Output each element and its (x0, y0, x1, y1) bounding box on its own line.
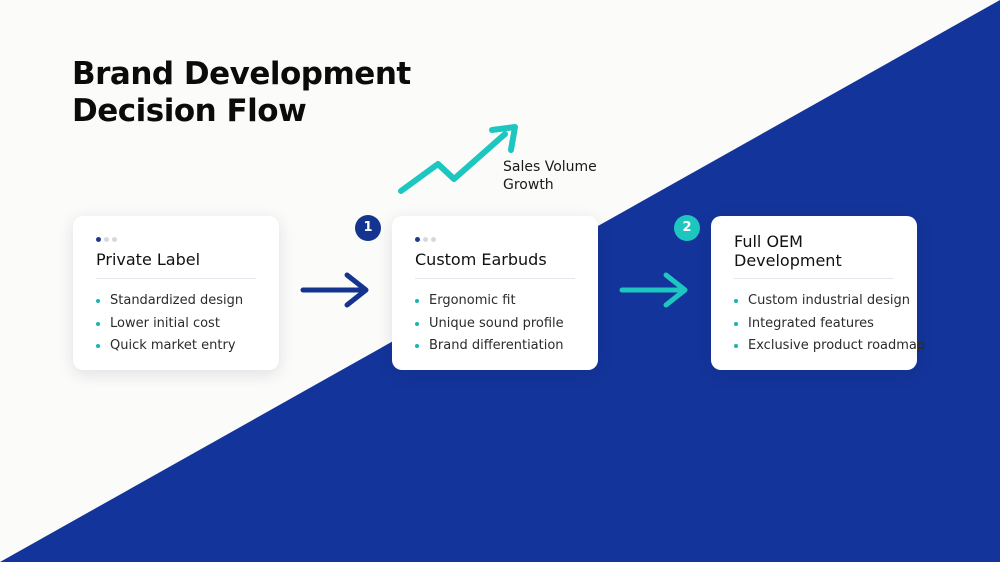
step-card-private-label: Private Label Standardized design Lower … (73, 216, 279, 370)
feature-list: Custom industrial design Integrated feat… (734, 290, 925, 358)
progress-dots (415, 237, 436, 242)
card-divider (734, 278, 894, 279)
feature-item: Lower initial cost (96, 313, 243, 336)
progress-dots (96, 237, 117, 242)
feature-item: Quick market entry (96, 335, 243, 358)
feature-list: Standardized design Lower initial cost Q… (96, 290, 243, 358)
step-title-line: Private Label (96, 250, 201, 269)
feature-list: Ergonomic fit Unique sound profile Brand… (415, 290, 564, 358)
progress-dot (423, 237, 428, 242)
card-divider (415, 278, 575, 279)
feature-item: Brand differentiation (415, 335, 564, 358)
step-title: Full OEM Development (734, 232, 904, 270)
feature-item: Integrated features (734, 313, 925, 336)
page-title-line-2: Decision Flow (72, 93, 307, 129)
step-title-line: Custom Earbuds (415, 250, 547, 269)
growth-label: Sales Volume Growth (503, 158, 597, 194)
card-divider (96, 278, 256, 279)
progress-dot (415, 237, 420, 242)
step-card-full-oem: Full OEM Development Custom industrial d… (711, 216, 925, 370)
page-title-line-1: Brand Development (72, 56, 411, 92)
progress-dot (431, 237, 436, 242)
growth-label-line-1: Sales Volume (503, 159, 597, 175)
step-title: Private Label (96, 250, 200, 269)
step-number-badge: 1 (355, 215, 381, 241)
arrow-right-icon (619, 272, 688, 308)
trend-up-icon (398, 124, 518, 194)
feature-item: Custom industrial design (734, 290, 925, 313)
step-number-badge: 2 (674, 215, 700, 241)
feature-item: Unique sound profile (415, 313, 564, 336)
feature-item: Standardized design (96, 290, 243, 313)
progress-dot (104, 237, 109, 242)
feature-item: Exclusive product roadmap (734, 335, 925, 358)
step-card-custom-earbuds: Custom Earbuds Ergonomic fit Unique soun… (392, 216, 598, 370)
growth-label-line-2: Growth (503, 177, 554, 193)
step-title: Custom Earbuds (415, 250, 547, 269)
arrow-right-icon (300, 272, 369, 308)
page-title: Brand Development Decision Flow (72, 56, 411, 130)
step-title-line: Development (734, 251, 842, 270)
progress-dot (96, 237, 101, 242)
progress-dot (112, 237, 117, 242)
step-title-line: Full OEM (734, 232, 803, 251)
feature-item: Ergonomic fit (415, 290, 564, 313)
